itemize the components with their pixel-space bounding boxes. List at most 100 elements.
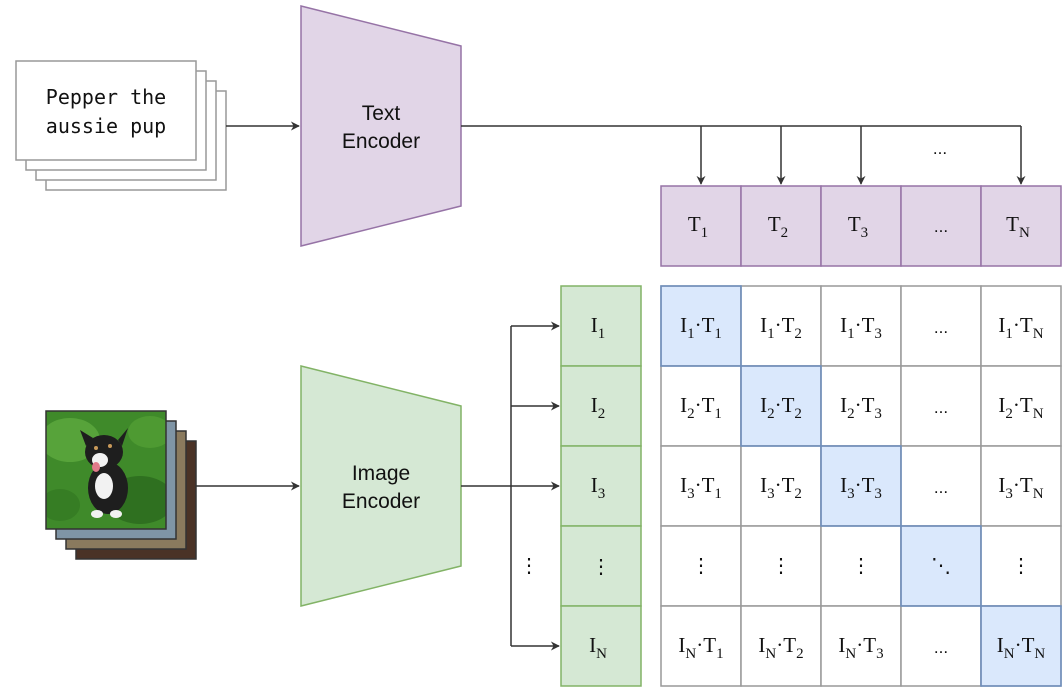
text-card-front [15,60,197,161]
matrix-cell-diagonal [980,605,1062,687]
text-encoder-shape [300,5,462,247]
matrix-product-label: I3·T2 [760,473,802,502]
matrix-cell [660,365,742,447]
image-embedding-label: I2 [591,393,606,422]
text-embedding-label: TN [1006,212,1030,241]
text-embedding-label-sub: 2 [781,225,789,241]
matrix-product-label: I3·T3 [840,473,882,502]
matrix-ellipsis: ⋮ [851,555,871,577]
matrix-cell [740,445,822,527]
image-embedding-label-sub: 1 [598,326,606,342]
text-embedding-label-sub: 3 [861,225,869,241]
image-embedding-cell [560,525,642,607]
text-embedding-label: T3 [848,212,868,241]
text-embedding-ellipsis: ... [934,217,948,236]
matrix-cell [820,605,902,687]
text-bus-ellipsis: ... [933,139,947,158]
image-card-front-border [45,410,167,530]
dog-ear-left [80,430,93,446]
text-encoder: Text Encoder [300,5,462,247]
matrix-ellipsis: ... [934,478,948,497]
text-card-line-2: aussie pup [46,114,166,138]
text-encoder-label-2: Encoder [342,130,420,153]
matrix-product-label: IN·TN [997,633,1046,662]
matrix-cell [980,365,1062,447]
matrix-cell [820,525,902,607]
text-embedding-cell [980,185,1062,267]
image-encoder: Image Encoder [300,365,462,607]
matrix-cell [980,285,1062,367]
text-embedding-label-sub: N [1019,225,1030,241]
matrix-product-label: I2·T3 [840,393,882,422]
text-encoder-label-1: Text [362,102,401,125]
text-embedding-cell [900,185,982,267]
matrix-ellipsis: ⋮ [1011,555,1031,577]
matrix-diagonal-border [820,445,902,527]
matrix-product-label: I1·T3 [840,313,882,342]
text-embedding-label-base: T [688,212,701,236]
image-embedding-cell [560,365,642,447]
image-encoder-label-1: Image [352,462,410,485]
matrix-cell-diagonal [900,525,982,607]
image-encoder-label-2: Encoder [342,490,420,513]
matrix-cell-diagonal [660,285,742,367]
matrix-product-label: I2·TN [998,393,1043,422]
text-card-stack: Pepper the aussie pup [15,60,227,191]
matrix-cell [660,605,742,687]
matrix-ellipsis: ⋮ [771,555,791,577]
image-stack [45,410,197,560]
text-embedding-label-base: T [768,212,781,236]
matrix-cell [900,285,982,367]
image-embedding-label-base: I [591,313,598,337]
matrix-cell-diagonal [820,445,902,527]
similarity-matrix: I1·T1 I1·T2 I1·T3... I1·TN I2·T1 I2·T2 I2·T3..… [660,285,1062,687]
matrix-diagonal-border [660,285,742,367]
image-embedding-label: I1 [591,313,606,342]
matrix-diagonal-border [980,605,1062,687]
image-embedding-label: I3 [591,473,606,502]
image-bus-vdots: ⋮ [519,555,539,577]
dog-ear-right [118,428,128,446]
image-embedding-label-base: I [589,633,596,657]
text-embedding-label-sub: 1 [701,225,709,241]
matrix-cell [900,445,982,527]
text-embedding-label-base: T [1006,212,1019,236]
text-embedding-label-base: T [848,212,861,236]
matrix-ellipsis: ... [934,398,948,417]
matrix-product-label: I3·T1 [680,473,722,502]
text-embedding-cell [660,185,742,267]
matrix-ellipsis: ⋱ [931,555,951,577]
image-embedding-label-base: I [591,473,598,497]
matrix-diagonal-border [900,525,982,607]
image-embedding-label-sub: N [596,646,607,662]
image-embedding-label-base: I [591,393,598,417]
text-embedding-label: T1 [688,212,708,241]
text-embedding-cell [820,185,902,267]
matrix-ellipsis: ... [934,318,948,337]
image-embedding-cell [560,285,642,367]
image-embedding-label-sub: 3 [598,486,606,502]
dog-chest [95,473,113,499]
text-card-line-1: Pepper the [46,85,166,109]
image-embedding-vdots: ⋮ [591,556,611,578]
matrix-diagonal-border [740,365,822,447]
matrix-product-label: I1·T2 [760,313,802,342]
matrix-ellipsis: ... [934,638,948,657]
text-output-bus: ... [461,125,1026,185]
matrix-product-label: I1·TN [998,313,1043,342]
matrix-product-label: IN·T3 [838,633,883,662]
matrix-product-label: I2·T2 [760,393,802,422]
matrix-ellipsis: ⋮ [691,555,711,577]
matrix-product-label: I1·T1 [680,313,722,342]
matrix-cell [980,525,1062,607]
image-embedding-label-sub: 2 [598,406,606,422]
matrix-product-label: I2·T1 [680,393,722,422]
dog-photo [46,411,166,529]
image-embedding-label: IN [589,633,607,662]
matrix-cell [660,525,742,607]
image-encoder-shape [300,365,462,607]
text-embedding-label: T2 [768,212,788,241]
